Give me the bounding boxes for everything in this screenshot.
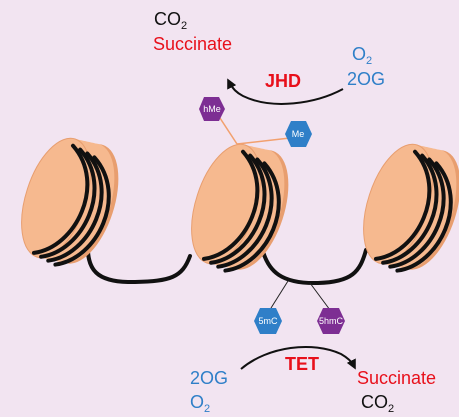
tet-enzyme-label: TET — [285, 354, 319, 374]
histone-tail-line-hme — [217, 114, 238, 145]
dna-wrap — [395, 161, 453, 273]
tet-reaction-arrow — [240, 345, 356, 370]
nucleosome-right — [363, 143, 459, 273]
nucleosome-center — [191, 143, 289, 273]
nucleosome-left — [21, 137, 119, 267]
tet-product-co2: CO2 — [361, 392, 394, 415]
me-hexagon: Me — [285, 121, 312, 147]
linker-dna-left — [85, 238, 192, 285]
dna-wrap — [388, 157, 446, 269]
jhd-product-succinate: Succinate — [153, 34, 232, 54]
jhd-reaction-arrow — [227, 78, 344, 105]
tet-cosubstrate-o2: O2 — [190, 392, 210, 415]
jhd-cosubstrate-2og: 2OG — [347, 69, 385, 89]
dna-wrap — [46, 151, 104, 263]
dna-wrap — [209, 153, 267, 265]
histone-tail-line-me — [236, 137, 291, 145]
me-label: Me — [292, 129, 305, 139]
dna-wrap — [381, 153, 439, 265]
5mc-label: 5mC — [258, 316, 278, 326]
dna-branch-line-5mc — [270, 280, 289, 309]
dna-branch-line-5hmc — [309, 282, 331, 311]
dna-wrap — [53, 155, 111, 267]
5hmc-label: 5hmC — [319, 316, 344, 326]
dna-wrap — [223, 161, 281, 273]
hme-hexagon: hMe — [199, 97, 225, 121]
dna-wrap — [201, 149, 260, 261]
jhd-enzyme-label: JHD — [265, 71, 301, 91]
5hmc-hexagon: 5hmC — [317, 308, 345, 334]
dna-wrap — [216, 157, 274, 269]
jhd-product-co2: CO2 — [154, 9, 187, 32]
dna-wrap — [373, 149, 432, 261]
dna-wrap — [39, 147, 97, 259]
hme-label: hMe — [203, 104, 221, 114]
dna-wrap — [31, 143, 90, 255]
tet-cosubstrate-2og: 2OG — [190, 368, 228, 388]
5mc-hexagon: 5mC — [254, 308, 282, 334]
linker-dna-right — [260, 246, 368, 286]
tet-product-succinate: Succinate — [357, 368, 436, 388]
jhd-cosubstrate-o2: O2 — [352, 44, 372, 67]
